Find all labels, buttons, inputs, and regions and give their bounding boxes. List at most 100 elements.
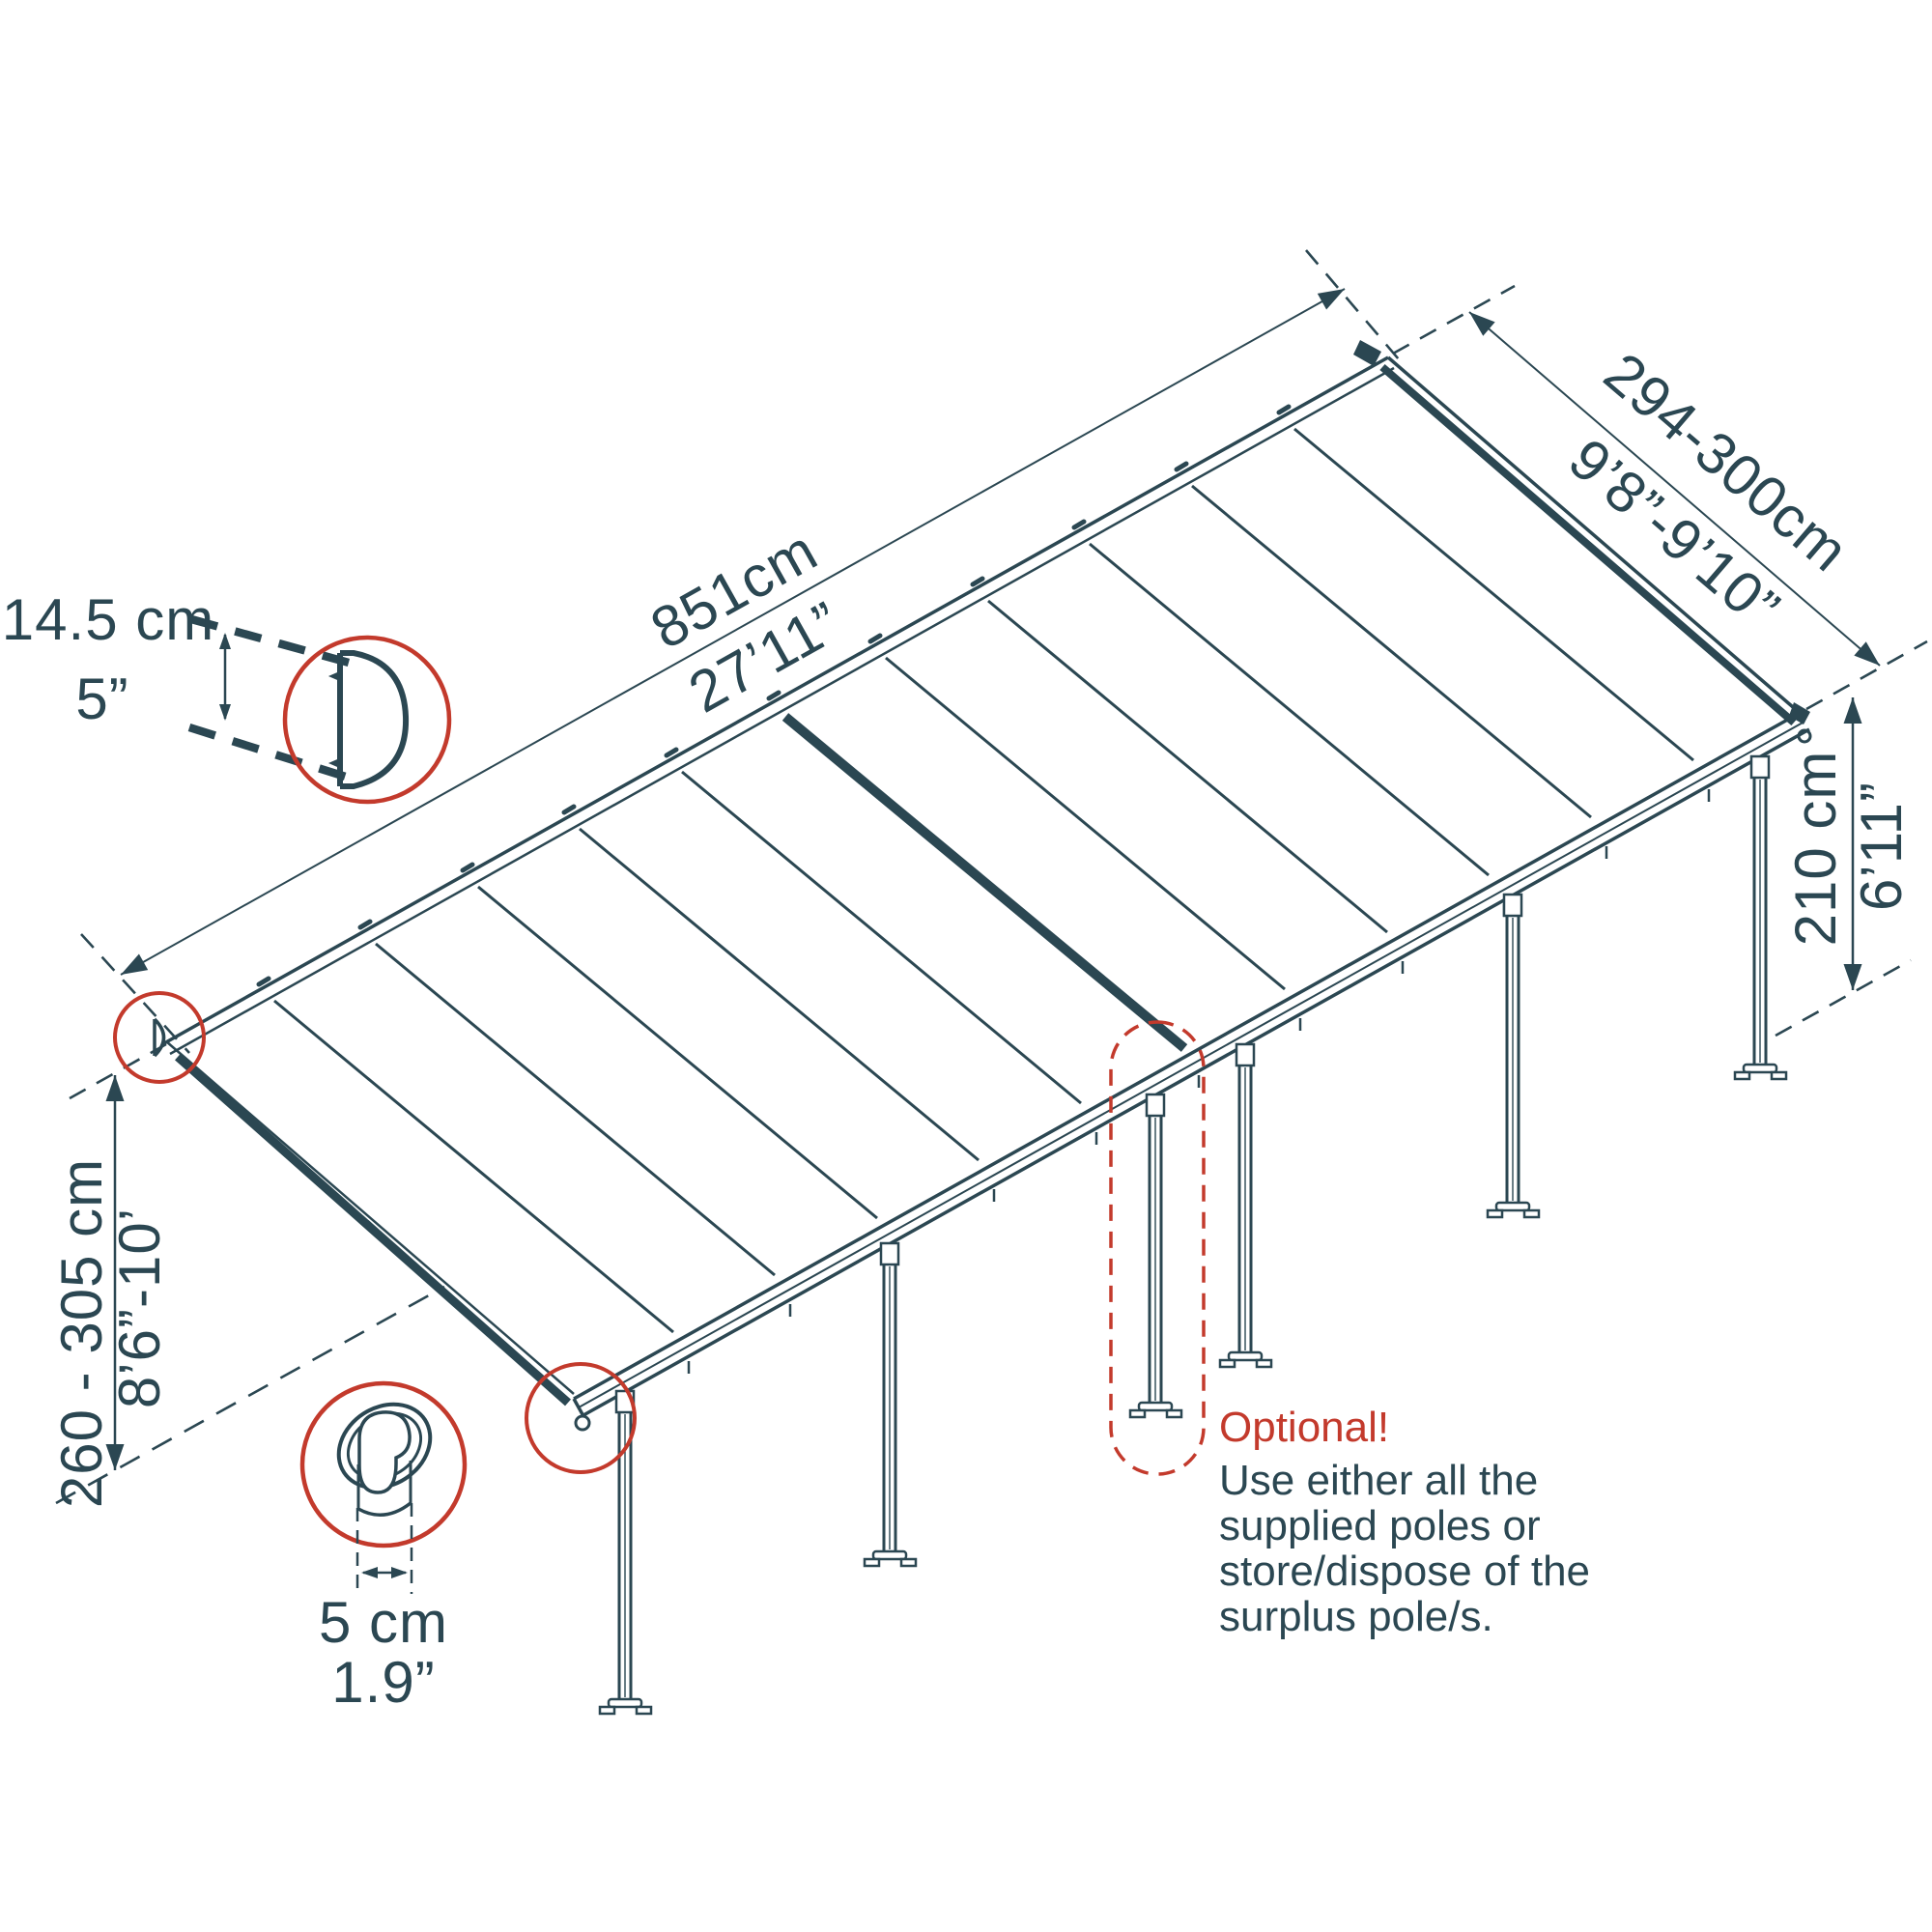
clearance-metric-label: 210 cm xyxy=(1783,751,1848,947)
pole-foot xyxy=(1522,1208,1541,1219)
left-edge-profile xyxy=(175,1053,571,1406)
pole-foot xyxy=(1128,1408,1147,1419)
arrowhead xyxy=(391,1567,408,1578)
note-line: supplied poles or xyxy=(1219,1502,1541,1549)
support-pole xyxy=(863,1241,918,1568)
pole-foot xyxy=(1733,1070,1751,1081)
left-edge-line xyxy=(165,1040,575,1395)
arrowhead xyxy=(121,953,149,975)
ext-clearance-bottom xyxy=(1775,958,1912,1037)
note-line: surplus pole/s. xyxy=(1219,1593,1493,1640)
clearance-imperial-label: 6’11” xyxy=(1849,781,1914,911)
support-pole-optional xyxy=(1128,1093,1183,1419)
support-pole xyxy=(1733,754,1788,1081)
support-pole xyxy=(598,1389,653,1716)
back-left-corner-circle xyxy=(113,991,206,1084)
arrowhead xyxy=(1854,641,1880,666)
arrowhead xyxy=(1469,312,1495,336)
pole-base-plate xyxy=(1137,1401,1174,1412)
note-line: Use either all the xyxy=(1219,1457,1538,1504)
panel-divider xyxy=(1293,427,1694,762)
panel-divider xyxy=(987,599,1388,934)
panel-divider xyxy=(477,885,878,1220)
panel-dividers xyxy=(273,427,1694,1334)
gutter-bottom-edge xyxy=(582,727,1810,1417)
arrowhead xyxy=(105,1075,125,1101)
backheight-imperial-label: 8’6”-10’ xyxy=(107,1208,172,1408)
ext-length-right xyxy=(1305,249,1400,360)
profile-height-callout xyxy=(187,614,452,805)
section-joint-profile xyxy=(781,713,1188,1052)
pole-imperial-label: 1.9” xyxy=(331,1650,435,1715)
gutter-right-cap xyxy=(1789,702,1810,724)
support-pole xyxy=(1218,1042,1273,1369)
optional-note: Optional! Use either all the supplied po… xyxy=(1219,1404,1590,1640)
pole-cross-section-outer xyxy=(336,1402,433,1491)
pole-top-bracket xyxy=(1145,1093,1166,1118)
gutter-corner-circle xyxy=(525,1362,637,1474)
pole-base-plate xyxy=(1494,1201,1531,1212)
backheight-metric-label: 260 - 305 cm xyxy=(49,1158,114,1508)
support-pole xyxy=(1486,893,1541,1219)
pole-foot xyxy=(635,1705,653,1716)
roof xyxy=(153,340,1812,1432)
ground-line xyxy=(55,1285,445,1505)
ext-depth-top xyxy=(1392,284,1516,355)
pole-foot xyxy=(1770,1070,1788,1081)
pole-foot xyxy=(1255,1358,1273,1369)
note-line: store/dispose of the xyxy=(1219,1548,1590,1595)
pole-base-plate xyxy=(607,1697,643,1709)
callout-leader-dashes xyxy=(187,614,361,783)
pole-foot xyxy=(899,1557,918,1568)
pole-base-plate xyxy=(1742,1063,1778,1074)
dimension-lines xyxy=(105,288,1881,1470)
gutter-left-cap xyxy=(572,1398,585,1417)
panel-divider xyxy=(681,770,1082,1105)
gutter-top-edge xyxy=(573,711,1801,1401)
back-beam-bottom-edge xyxy=(169,366,1395,1056)
profile-imperial-label: 5” xyxy=(75,667,128,731)
profile-metric-label: 14.5 cm xyxy=(2,587,214,652)
detail-circle xyxy=(282,635,452,805)
right-edge-line xyxy=(1386,355,1802,715)
panel-divider xyxy=(579,827,980,1162)
back-beam-top-edge xyxy=(163,355,1389,1045)
optional-pole-highlight xyxy=(1109,1020,1206,1476)
arrowhead xyxy=(361,1567,378,1578)
arrowhead xyxy=(1843,964,1862,990)
pole-top-bracket xyxy=(879,1241,900,1266)
pole-cross-section-inner xyxy=(357,1410,412,1494)
ext-length-left xyxy=(80,933,190,1054)
gutter-mid-line xyxy=(578,721,1805,1408)
panel-divider xyxy=(1089,542,1490,877)
dim-length-line xyxy=(120,288,1346,976)
arrowhead xyxy=(1317,289,1345,310)
arrowhead xyxy=(219,633,231,649)
panel-divider xyxy=(1191,484,1592,819)
panel-clips xyxy=(256,404,1292,987)
note-title: Optional! xyxy=(1219,1404,1389,1451)
pole-cross-section-sides xyxy=(356,1461,412,1509)
pole-foot xyxy=(1165,1408,1183,1419)
pole-foot xyxy=(598,1705,616,1716)
pole-top-bracket xyxy=(1502,893,1523,918)
pole-top-bracket xyxy=(1749,754,1771,780)
arrowhead xyxy=(219,704,231,721)
right-edge-profile xyxy=(1379,363,1797,726)
pole-top-bracket xyxy=(1235,1042,1256,1067)
pole-metric-label: 5 cm xyxy=(319,1590,448,1655)
gutter-left-curl xyxy=(574,1414,591,1432)
pole-width-extension-dashes xyxy=(355,1503,413,1594)
pole-cross-section-bottom xyxy=(357,1501,412,1517)
detail-circle xyxy=(299,1380,468,1548)
ext-depth-bottom xyxy=(1805,639,1928,711)
corner-cap xyxy=(1353,340,1381,366)
pole-foot xyxy=(1486,1208,1504,1219)
pole-base-plate xyxy=(1227,1350,1264,1362)
pole-base-plate xyxy=(871,1549,908,1561)
support-poles xyxy=(598,754,1788,1716)
wall-profile-end-cap xyxy=(153,1017,166,1058)
